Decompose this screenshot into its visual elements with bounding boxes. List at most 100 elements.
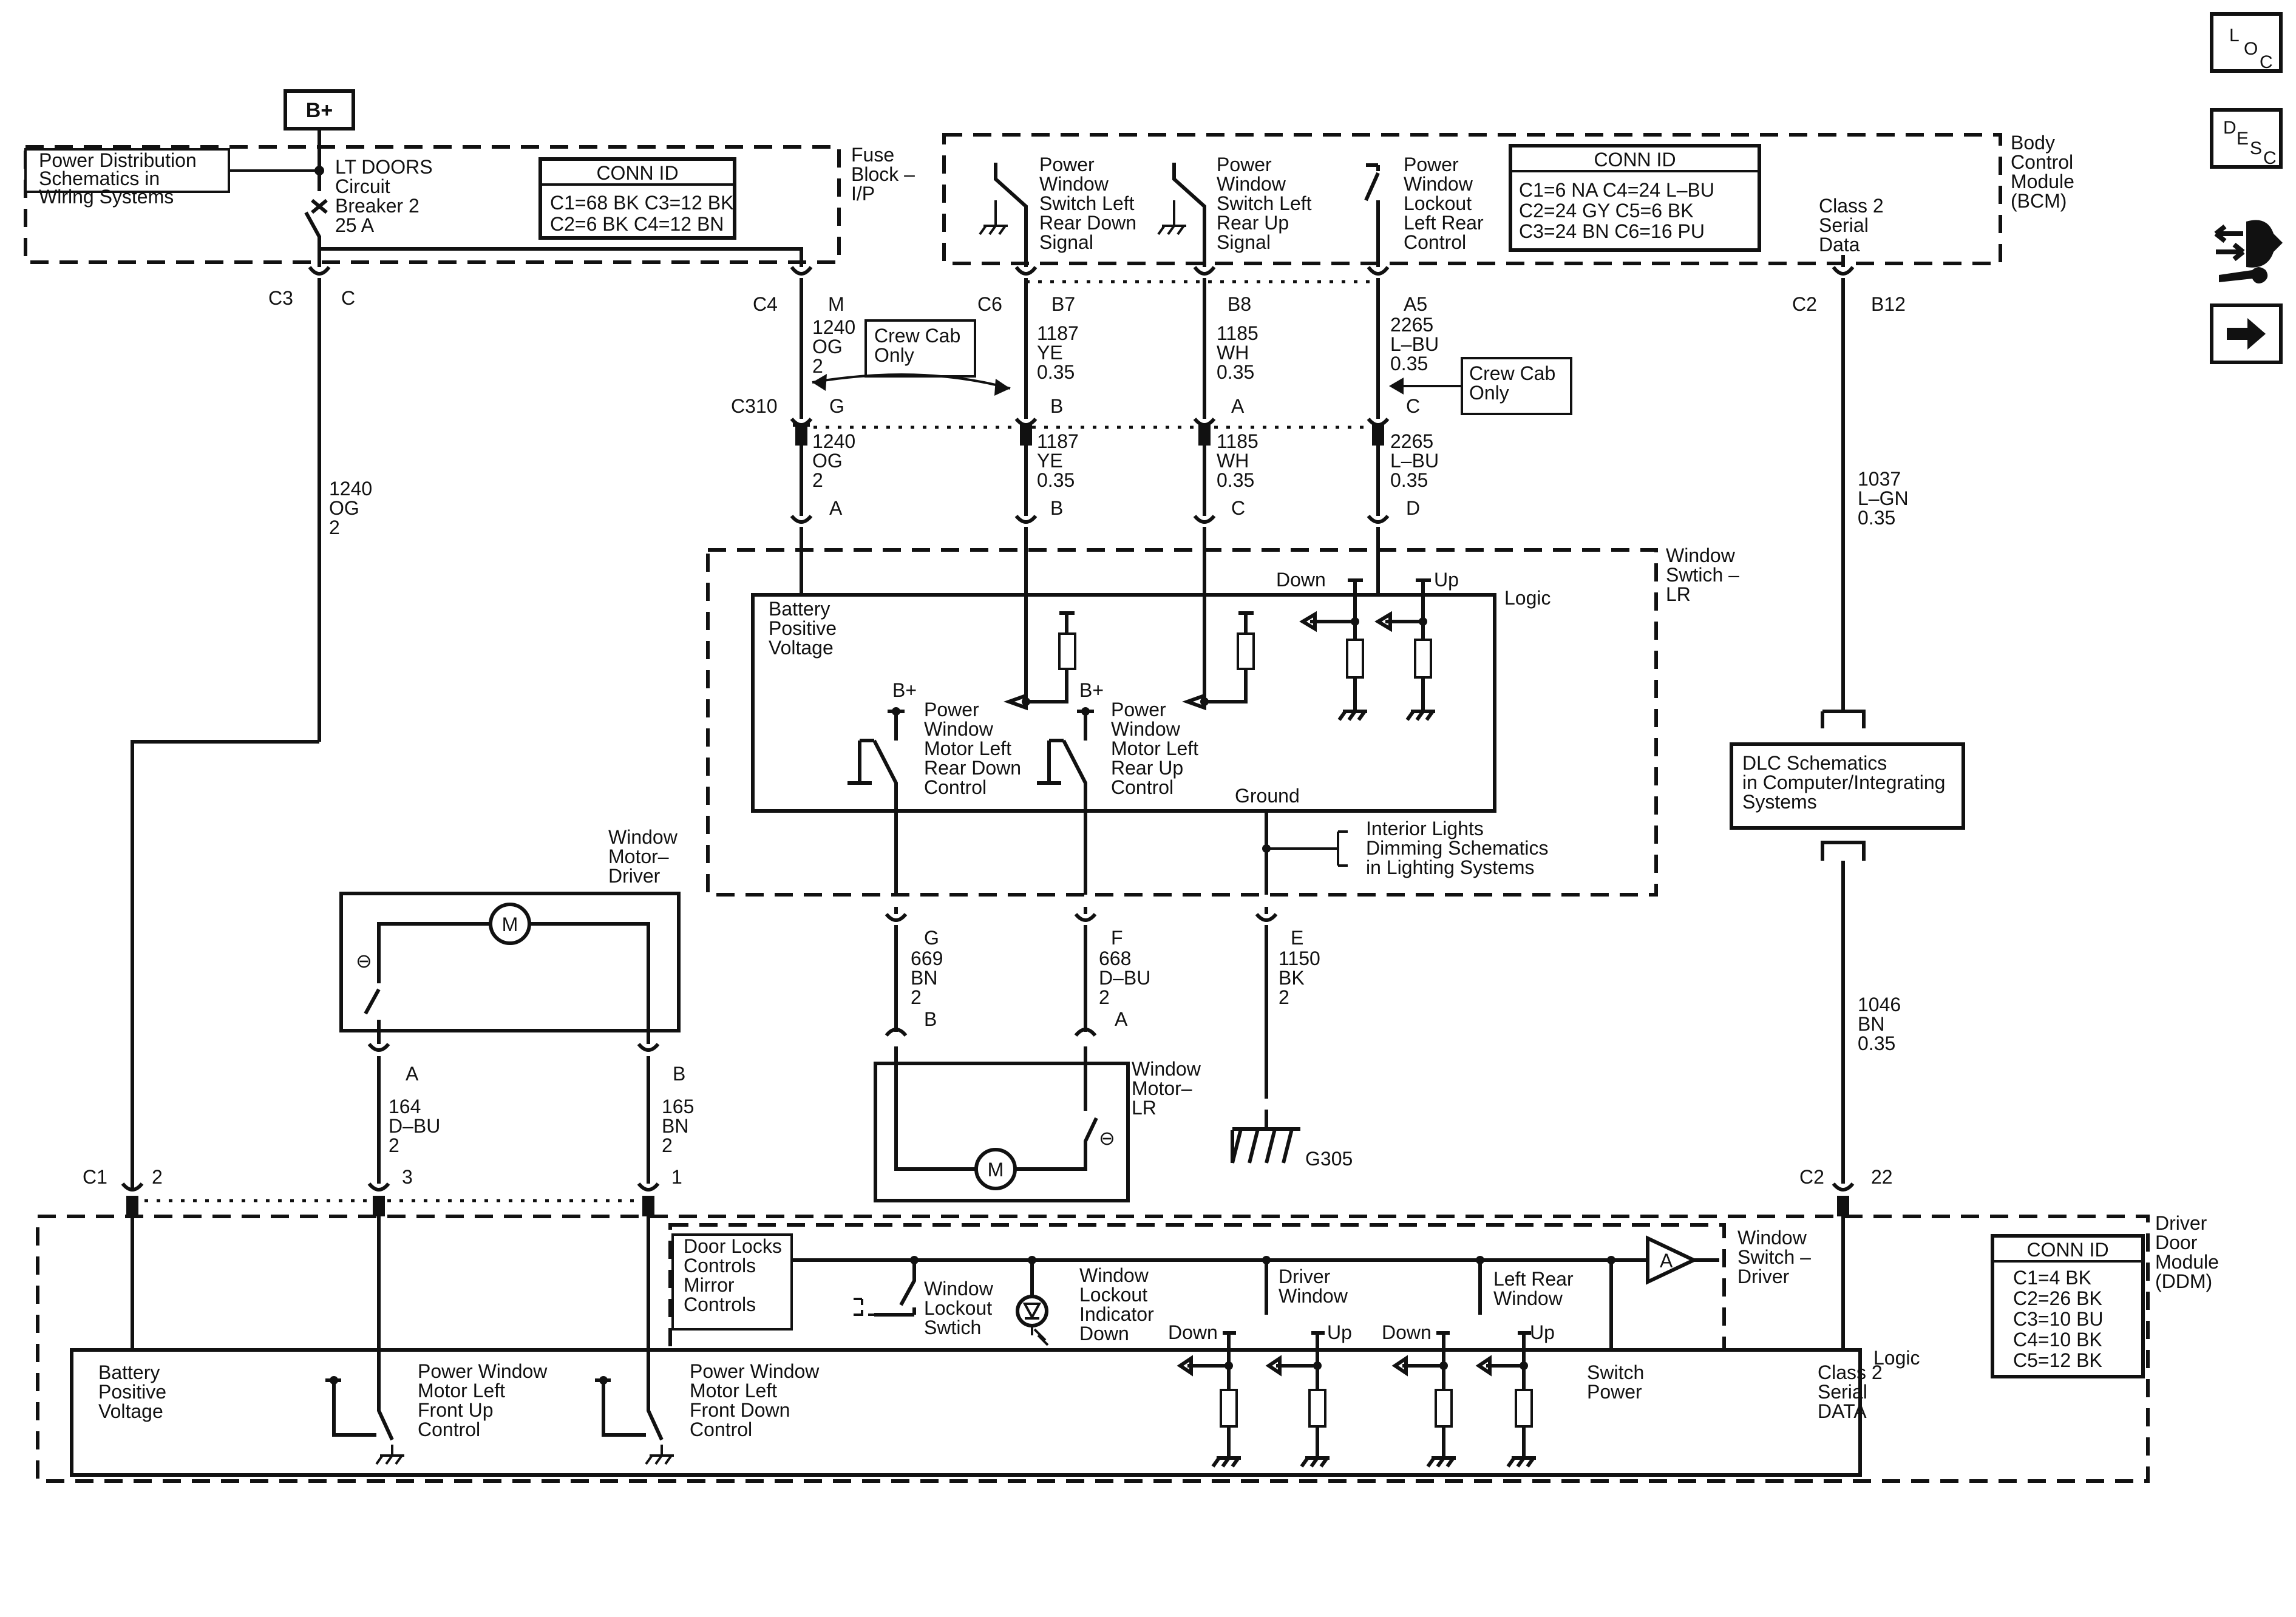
pin-c310-g: G bbox=[829, 395, 844, 417]
window-motor-driver: Window Motor– Driver M ⊖ A B 164 D–BU 2 … bbox=[339, 826, 699, 1184]
wire-1240-og-lower: 1240 OG 2 bbox=[812, 430, 861, 491]
wire-1185-wh-upper: 1185 WH 0.35 bbox=[1217, 322, 1264, 383]
ddm-down-label-1: Down bbox=[1168, 1321, 1218, 1343]
wire-1037-lgn: 1037 L–GN 0.35 bbox=[1858, 468, 1914, 529]
window-switch-lr-logic-box bbox=[751, 593, 1496, 813]
wslr-bplus-2: B+ bbox=[1079, 679, 1104, 701]
connector-tools-icon[interactable] bbox=[2210, 209, 2289, 288]
pin-c1-3: 3 bbox=[402, 1166, 413, 1188]
dlc-reference: DLC Schematics in Computer/Integrating S… bbox=[1730, 710, 1965, 1184]
wire-1185-wh-lower: 1185 WH 0.35 bbox=[1217, 430, 1264, 491]
crew-cab-box-left bbox=[864, 319, 976, 378]
bcm-title: Body Control Module (BCM) bbox=[2011, 132, 2080, 212]
pin-b12: B12 bbox=[1871, 293, 1906, 315]
crew-cab-label-left: Crew Cab Only bbox=[874, 325, 966, 366]
crew-cab-label-right: Crew Cab Only bbox=[1469, 362, 1561, 404]
pin-motor-driver-b: B bbox=[673, 1063, 685, 1085]
window-motor-lr-title: Window Motor– LR bbox=[1132, 1058, 1206, 1119]
next-page-button[interactable] bbox=[2210, 303, 2283, 364]
location-button[interactable]: L O C bbox=[2210, 12, 2283, 73]
pin-c4-m: M bbox=[828, 293, 844, 315]
power-distribution-ref-label[interactable]: Power Distribution Schematics in Wiring … bbox=[39, 149, 202, 208]
ddm-down-label-2: Down bbox=[1382, 1321, 1432, 1343]
fuse-block: B+ Power Distribution Schematics in Wiri… bbox=[24, 89, 920, 267]
bcm-switch-rear-up-label: Power Window Switch Left Rear Up Signal bbox=[1217, 154, 1317, 253]
wslr-down-label: Down bbox=[1276, 569, 1326, 591]
lockout-indicator-led-icon bbox=[1016, 1295, 1048, 1327]
pin-b8: B8 bbox=[1228, 293, 1251, 315]
crew-cab-box-right bbox=[1461, 357, 1572, 415]
ddm-left-rear-window-label: Left Rear Window bbox=[1493, 1268, 1579, 1309]
ddm-front-down-control-label: Power Window Motor Left Front Down Contr… bbox=[690, 1360, 824, 1440]
pin-c310-b: B bbox=[1050, 395, 1063, 417]
pin-wslr-g: G bbox=[924, 927, 939, 949]
bcm-switch-rear-down-label: Power Window Switch Left Rear Down Signa… bbox=[1039, 154, 1142, 253]
pin-wslr-a: A bbox=[829, 497, 843, 519]
pin-motor-driver-a: A bbox=[406, 1063, 419, 1085]
pin-c310-a: A bbox=[1231, 395, 1245, 417]
bcm-conn-id-list: C1=6 NA C4=24 L–BU C2=24 GY C5=6 BK C3=2… bbox=[1519, 179, 1720, 242]
ddm-conn-id-title: CONN ID bbox=[2026, 1239, 2108, 1261]
wire-164-dbu: 164 D–BU 2 bbox=[389, 1096, 446, 1156]
ddm-amplifier-symbol: A bbox=[1660, 1250, 1673, 1272]
desc-letter-e: E bbox=[2237, 129, 2249, 149]
body-control-module: Body Control Module (BCM) Power Window S… bbox=[942, 132, 2080, 267]
wslr-logic-label: Logic bbox=[1504, 587, 1551, 609]
motor-lr-minus: ⊖ bbox=[1099, 1127, 1115, 1149]
pin-c3: C3 bbox=[268, 287, 293, 309]
wire-1240-og-upper: 1240 OG 2 bbox=[812, 316, 861, 377]
pin-c2-bottom: C2 bbox=[1799, 1166, 1824, 1188]
pin-c2-top: C2 bbox=[1792, 293, 1817, 315]
wslr-up-label: Up bbox=[1434, 569, 1459, 591]
ddm-window-switch-driver-title: Window Switch – Driver bbox=[1737, 1227, 1816, 1287]
pin-motor-lr-b: B bbox=[924, 1008, 937, 1030]
loc-letter-c: C bbox=[2260, 52, 2273, 72]
pin-c2-22: 22 bbox=[1871, 1166, 1893, 1188]
wire-1240-og-left: 1240 OG 2 bbox=[329, 478, 378, 538]
wire-165-bn: 165 BN 2 bbox=[662, 1096, 699, 1156]
loc-letter-l: L bbox=[2229, 25, 2240, 46]
pin-a5: A5 bbox=[1404, 293, 1427, 315]
description-button[interactable]: D E S C bbox=[2210, 108, 2283, 169]
pin-b7: B7 bbox=[1051, 293, 1075, 315]
pin-c310: C310 bbox=[731, 395, 778, 417]
wslr-bplus-1: B+ bbox=[892, 679, 917, 701]
bcm-conn-id-box bbox=[1509, 144, 1761, 252]
pin-c1-2: 2 bbox=[152, 1166, 163, 1188]
ddm-front-up-control-label: Power Window Motor Left Front Up Control bbox=[418, 1360, 552, 1440]
wslr-ground-label: Ground bbox=[1235, 785, 1300, 807]
wire-1150-bk: 1150 BK 2 bbox=[1279, 947, 1326, 1008]
motor-driver-symbol: M bbox=[502, 914, 518, 935]
desc-letter-c: C bbox=[2263, 148, 2277, 168]
interior-lights-ref-label[interactable]: Interior Lights Dimming Schematics in Li… bbox=[1366, 818, 1554, 878]
wire-1046-bn: 1046 BN 0.35 bbox=[1858, 994, 1906, 1054]
window-motor-lr: Window Motor– LR M ⊖ bbox=[874, 1046, 1206, 1202]
fuse-conn-id-list: C1=68 BK C3=12 BK C2=6 BK C4=12 BN bbox=[550, 192, 739, 235]
dlc-ref-label: DLC Schematics in Computer/Integrating S… bbox=[1742, 752, 1951, 813]
top-wires: 1240 OG 2 1240 OG 2 1187 YE 0.35 1185 WH… bbox=[131, 278, 1914, 1190]
fuse-block-title: Fuse Block – I/P bbox=[851, 144, 920, 205]
door-locks-ref-box[interactable] bbox=[671, 1233, 793, 1331]
window-switch-lr: Window Swtich – LR Logic Battery Positiv… bbox=[706, 527, 1745, 897]
window-motor-driver-title: Window Motor– Driver bbox=[608, 826, 683, 887]
ddm-lockout-indicator-label: Window Lockout Indicator Down bbox=[1079, 1264, 1160, 1344]
wire-1187-ye-lower: 1187 YE 0.35 bbox=[1037, 430, 1084, 491]
wslr-battery-positive-label: Battery Positive Voltage bbox=[769, 598, 842, 659]
dlc-ref-box[interactable] bbox=[1730, 742, 1965, 830]
motor-driver-minus: ⊖ bbox=[356, 950, 372, 972]
ddm-connectors: C1 2 3 1 C2 22 bbox=[83, 1166, 1893, 1216]
lt-doors-breaker-label: LT DOORS Circuit Breaker 2 25 A bbox=[335, 156, 438, 236]
ground-g305-label: G305 bbox=[1305, 1148, 1353, 1170]
ddm-logic-box bbox=[70, 1348, 1862, 1477]
pin-wslr-f: F bbox=[1111, 927, 1123, 949]
wire-1187-ye-upper: 1187 YE 0.35 bbox=[1037, 322, 1084, 383]
window-switch-lr-title: Window Swtich – LR bbox=[1666, 544, 1745, 605]
ddm-up-label-2: Up bbox=[1530, 1321, 1555, 1343]
bcm-conn-id-title: CONN ID bbox=[1594, 149, 1676, 171]
ddm-lockout-switch-label: Window Lockout Swtich bbox=[924, 1278, 999, 1338]
arrow-right-icon bbox=[2227, 318, 2266, 350]
wslr-motor-up-control-label: Power Window Motor Left Rear Up Control bbox=[1111, 699, 1204, 798]
wire-2265-lbu-upper: 2265 L–BU 0.35 bbox=[1390, 314, 1444, 375]
pin-wslr-d: D bbox=[1406, 497, 1420, 519]
